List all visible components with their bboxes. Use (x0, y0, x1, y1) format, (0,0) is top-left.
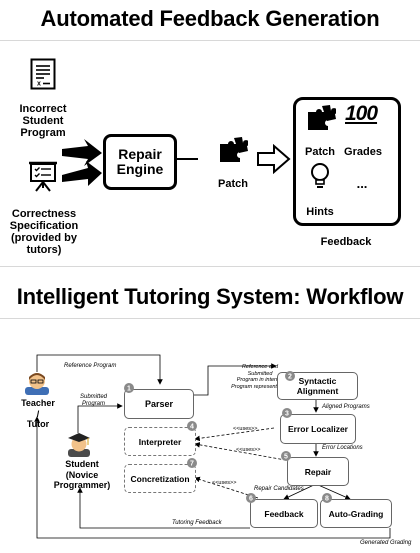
document-icon: x (30, 58, 56, 90)
auto-grading-box: Auto-Grading (320, 499, 392, 528)
repair-engine-box: Repair Engine (103, 134, 177, 190)
edge-label-generated-grading: Generated Grading (360, 540, 412, 546)
section1-title: Automated Feedback Generation (40, 6, 380, 31)
edge-label-uses-3: <<uses>> (212, 480, 237, 486)
feedback-component-box: Feedback (250, 499, 318, 528)
badge-6-num: 6 (249, 496, 253, 503)
interpreter-label: Interpreter (138, 436, 182, 447)
feedback-hints-label: Hints (306, 206, 334, 218)
patch-label: Patch (218, 178, 248, 190)
badge-1 (124, 383, 134, 393)
svg-text:x: x (37, 81, 41, 88)
auto-grading-label: Auto-Grading (328, 508, 384, 519)
badge-3-num: 3 (285, 411, 289, 418)
section1-divider (0, 40, 420, 41)
badge-8 (322, 493, 332, 503)
edge-label-submitted-program: Submitted Program (80, 394, 108, 407)
hundred-points-icon: 100 (345, 102, 378, 125)
badge-7 (187, 458, 197, 468)
edge-label-error-locations: Error Locations (322, 445, 363, 451)
error-localizer-label: Error Localizer (288, 424, 348, 434)
badge-4-num: 4 (190, 424, 194, 431)
syntactic-alignment-label: Syntactic Alignment (296, 376, 339, 396)
feedback-box (293, 97, 401, 226)
interpreter-box: Interpreter (124, 427, 196, 456)
repair-box: Repair (287, 457, 349, 486)
incorrect-program-label: Incorrect Student Program (19, 103, 67, 139)
presentation-board-icon (29, 161, 57, 192)
feedback-label: Feedback (320, 236, 372, 248)
lightbulb-icon (311, 163, 329, 188)
edge-label-uses-2: <<uses>> (236, 447, 261, 453)
error-localizer-box: Error Localizer (280, 414, 356, 444)
parser-label: Parser (144, 399, 174, 409)
edge-label-reference-program: Reference Program (64, 363, 117, 369)
badge-2-num: 2 (288, 374, 292, 381)
puzzle-icon (220, 137, 248, 162)
input-arrows (62, 139, 102, 186)
badge-5-num: 5 (284, 454, 288, 461)
edge-label-repair-candidates: Repair Candidates (254, 486, 304, 492)
badge-2 (285, 371, 295, 381)
feedback-grades-label: Grades (344, 146, 382, 158)
edge-label-reference-submitted: Reference and Submitted Program in inter… (231, 364, 289, 390)
student-icon (68, 433, 90, 457)
patch-puzzle-icon (308, 105, 336, 130)
repair-label: Repair (304, 466, 332, 477)
badge-1-num: 1 (127, 386, 131, 393)
correctness-spec-label: Correctness Specification (provided by t… (9, 208, 79, 256)
teacher-label: Teacher / Tutor (21, 398, 55, 429)
section-divider (0, 266, 420, 267)
parser-box: Parser (124, 389, 194, 419)
feedback-more-label: ... (356, 176, 368, 191)
section2-title: Intelligent Tutoring System: Workflow (16, 284, 404, 309)
badge-6 (246, 493, 256, 503)
badge-3 (282, 408, 292, 418)
section2-divider (0, 318, 420, 319)
feedback-component-label: Feedback (264, 508, 304, 519)
concretization-label: Concretization (130, 473, 190, 484)
edge-label-uses-1: <<uses>> (233, 426, 258, 432)
concretization-box: Concretization (124, 464, 196, 493)
badge-4 (187, 421, 197, 431)
badge-8-num: 8 (325, 496, 329, 503)
badge-5 (281, 451, 291, 461)
repair-engine-label: Repair Engine (116, 146, 164, 177)
edge-label-tutoring-feedback: Tutoring Feedback (172, 520, 222, 526)
teacher-icon (25, 373, 49, 395)
student-label: Student (Novice Programmer) (53, 459, 111, 490)
hollow-arrow-icon (257, 144, 291, 174)
edge-label-aligned-programs: Aligned Programs (322, 404, 370, 410)
feedback-patch-label: Patch (305, 146, 335, 158)
engine-to-patch-line (176, 158, 198, 160)
badge-7-num: 7 (190, 461, 194, 468)
